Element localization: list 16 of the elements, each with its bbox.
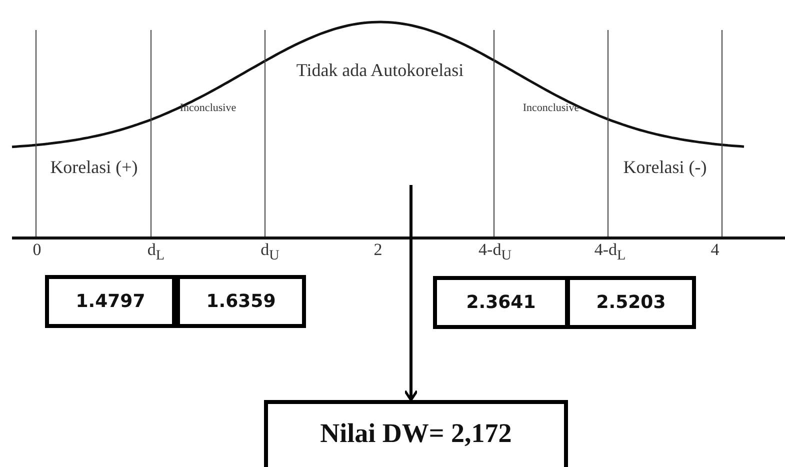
- value-box: 1.4797: [45, 275, 176, 328]
- tick-label: 4-d$_{U}$: [478, 240, 512, 264]
- tick-label: 4-d$_{L}$: [593, 240, 627, 264]
- tick-label: d$_{U}$: [260, 240, 280, 264]
- region-label: Korelasi (-): [622, 157, 708, 179]
- region-label: Tidak ada Autokorelasi: [295, 60, 465, 82]
- tick-label: 4: [710, 240, 720, 260]
- region-label: Korelasi (+): [49, 157, 139, 179]
- value-box: 2.5203: [566, 276, 696, 329]
- tick-label: d$_{L}$: [146, 240, 166, 264]
- value-box: 2.3641: [433, 276, 569, 329]
- tick-label: 2: [372, 240, 384, 260]
- result-box: Nilai DW= 2,172: [264, 400, 568, 467]
- value-box: 1.6359: [176, 275, 306, 328]
- tick-label: 0: [32, 240, 42, 260]
- arrow: [404, 185, 418, 402]
